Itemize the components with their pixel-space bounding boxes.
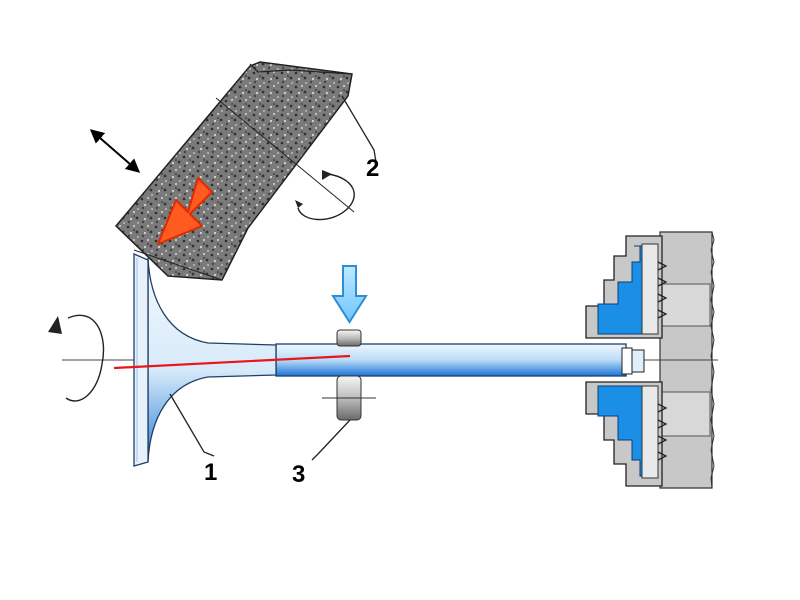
valve-stem [275,343,627,377]
force-arrow-icon [331,265,368,324]
leader-line-2 [341,95,377,163]
double-headed-arrow-icon [89,129,141,173]
leader-line-3 [311,419,351,461]
label-3: 3 [292,461,305,488]
chuck [585,231,715,489]
rotation-arrow-icon [48,314,105,402]
chuck-jaw-upper [585,235,668,339]
rotation-arrow-icon [295,170,355,221]
grinding-wheel [114,61,355,281]
steady-rest [322,329,376,421]
label-2: 2 [366,155,379,182]
force-arrow-orange-icon [157,177,213,245]
steady-rest-upper-roller [336,329,362,347]
valve-head [133,253,149,467]
leader-line-1 [169,393,215,457]
valve-neck [147,257,277,463]
contact-line [113,354,351,370]
chuck-jaw-lower [585,381,668,487]
valve [113,253,645,467]
label-1: 1 [204,459,217,486]
